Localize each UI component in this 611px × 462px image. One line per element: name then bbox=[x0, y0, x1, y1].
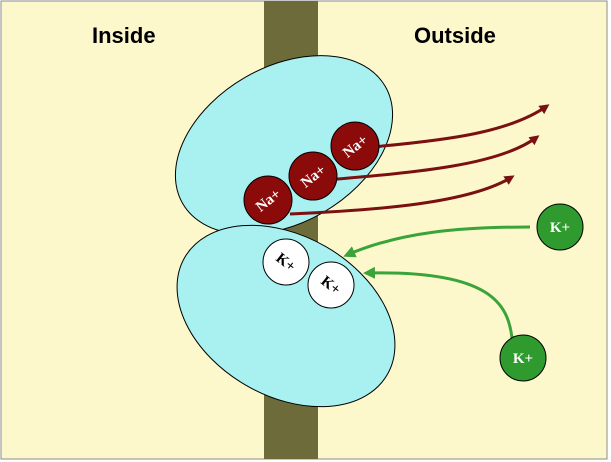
potassium-ion-label: K+ bbox=[550, 220, 570, 236]
inside-label: Inside bbox=[92, 23, 156, 48]
potassium-ion-free: K+ bbox=[499, 334, 547, 382]
sodium-ion: Na+ bbox=[288, 151, 338, 201]
potassium-ion-label: K+ bbox=[513, 351, 533, 367]
outside-label: Outside bbox=[414, 23, 496, 48]
potassium-ion-bound: K+ bbox=[307, 261, 355, 309]
potassium-influx-arrow bbox=[343, 225, 531, 258]
potassium-influx-arrow bbox=[363, 266, 514, 339]
sodium-ion: Na+ bbox=[330, 121, 380, 171]
sodium-efflux-arrow bbox=[371, 104, 550, 149]
sodium-efflux-arrow bbox=[325, 135, 540, 182]
potassium-ion-free: K+ bbox=[536, 203, 584, 251]
sodium-ion: Na+ bbox=[243, 175, 293, 225]
sodium-efflux-arrow bbox=[289, 175, 515, 216]
potassium-ion-bound: K+ bbox=[262, 238, 310, 286]
